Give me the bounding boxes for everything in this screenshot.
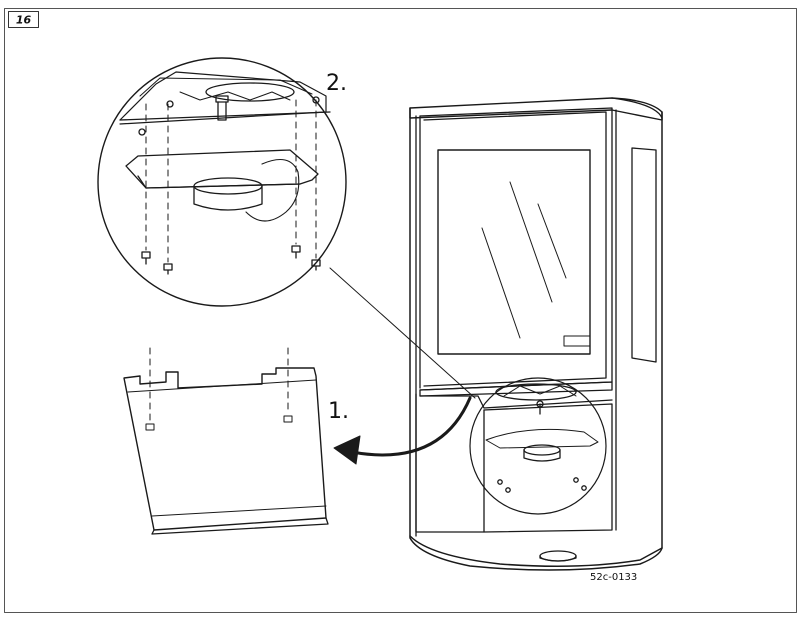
stove-base: [409, 535, 663, 567]
stove: [409, 97, 663, 571]
leader-line: [329, 267, 476, 399]
drawing-code: 52c-0133: [590, 572, 637, 583]
door-glass: [437, 149, 591, 355]
step-label-2: 2.: [326, 71, 347, 96]
lower-screws: [497, 477, 587, 493]
step-label-1: 1.: [328, 399, 349, 424]
page-frame: [4, 8, 797, 613]
detail-circle-large: [97, 57, 347, 307]
stove-body: [409, 107, 663, 571]
step-number-badge: 16: [8, 11, 39, 28]
side-slot: [631, 147, 657, 363]
stove-top: [409, 97, 663, 121]
door-handle: [563, 335, 591, 347]
step-number: 16: [16, 14, 32, 27]
removed-panel: [123, 347, 329, 535]
removal-arrow: [333, 396, 472, 465]
detail-circle-small: [469, 377, 607, 515]
bracket-screws: [138, 96, 321, 275]
